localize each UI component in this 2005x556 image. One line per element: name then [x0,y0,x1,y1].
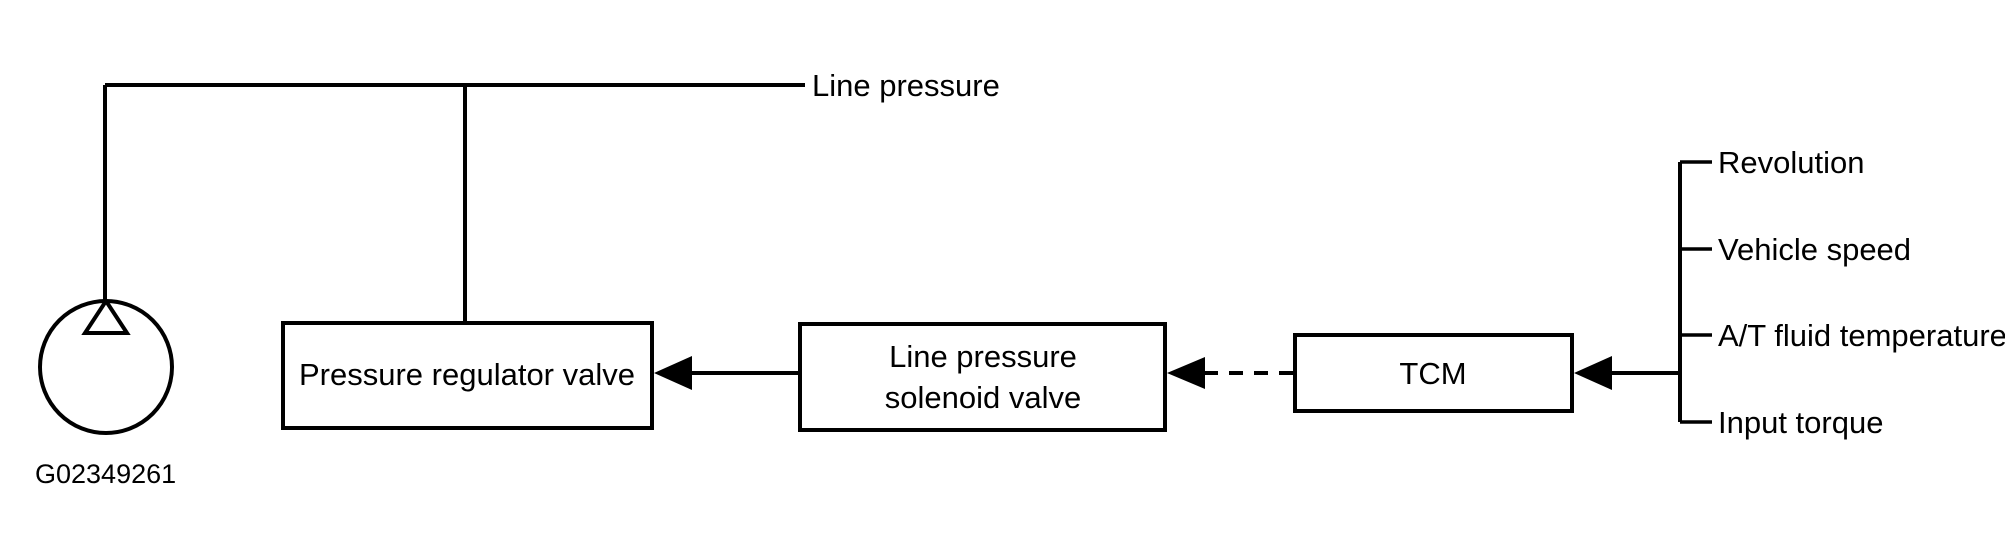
arrow-inputs-to-tcm [1574,356,1680,390]
line-pressure-solenoid-valve-label-line2: solenoid valve [885,380,1081,415]
tcm-box: TCM [1293,333,1574,413]
input-signal-labels: Revolution Vehicle speed A/T fluid tempe… [1718,145,2005,440]
arrow-inputs-to-tcm-head [1574,356,1612,390]
pressure-source-triangle-icon [81,297,131,335]
arrow-tcm-to-solenoid-head [1167,357,1205,389]
line-pressure-solenoid-valve-rect [798,322,1167,432]
input-signal-label-revolution: Revolution [1718,145,1864,180]
input-signals-bracket [1678,160,1712,424]
tcm-rect [1293,333,1574,413]
input-signal-label-vehicle-speed: Vehicle speed [1718,232,1911,267]
pressure-regulator-valve-label: Pressure regulator valve [299,357,635,392]
tcm-label: TCM [1399,356,1466,391]
line-pressure-solenoid-valve-box: Line pressure solenoid valve [798,322,1167,432]
input-signal-label-at-fluid-temperature: A/T fluid temperature [1718,318,2005,353]
arrow-solenoid-to-regulator [654,356,800,390]
line-pressure-path [103,83,805,323]
pressure-source-symbol [38,297,174,435]
input-signal-label-input-torque: Input torque [1718,405,1883,440]
pressure-regulator-valve-rect [281,321,654,430]
pressure-regulator-valve-box: Pressure regulator valve [281,321,654,430]
line-pressure-solenoid-valve-label-line1: Line pressure [889,339,1077,374]
line-pressure-callout-label: Line pressure [812,68,1000,103]
arrow-solenoid-to-regulator-head [654,356,692,390]
arrow-tcm-to-solenoid [1167,357,1293,389]
figure-id-label: G02349261 [35,459,176,489]
